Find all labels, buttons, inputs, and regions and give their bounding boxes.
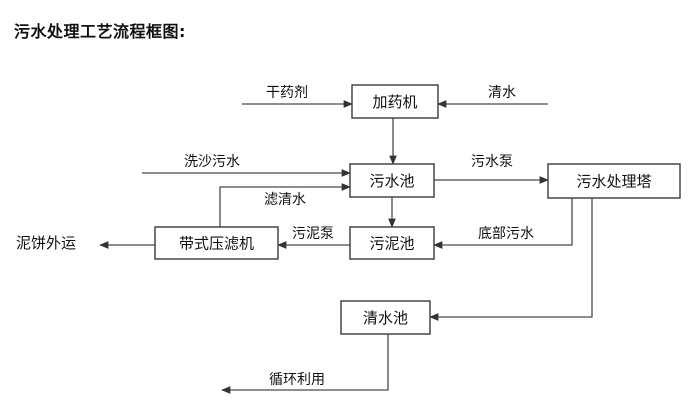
clear-water-pool-box[interactable] — [340, 300, 431, 335]
edge-treatment-tower-to-clear-water-pool — [429, 198, 593, 321]
belt-filter-press-box[interactable] — [154, 226, 279, 260]
label-sand-wash-sewage: 洗沙污水 — [184, 154, 240, 170]
dosing-machine-label: 加药机 — [372, 93, 417, 111]
node-treatment-tower[interactable]: 污水处理塔 — [547, 163, 681, 199]
sludge-pool-label: 污泥池 — [369, 235, 414, 253]
sewage-pool-box[interactable] — [349, 163, 435, 198]
label-sewage-pump: 污水泵 — [471, 154, 513, 170]
label-clean-water: 清水 — [488, 85, 516, 101]
node-dosing-machine[interactable]: 加药机 — [351, 84, 439, 119]
label-sludge-pump: 污泥泵 — [292, 226, 334, 242]
treatment-tower-label: 污水处理塔 — [576, 173, 651, 191]
node-sludge-pool[interactable]: 污泥池 — [349, 226, 435, 260]
label-dry-chemical: 干药剂 — [266, 85, 308, 101]
node-belt-filter-press[interactable]: 带式压滤机 — [154, 226, 279, 260]
label-bottom-sewage: 底部污水 — [478, 226, 534, 242]
sludge-pool-box[interactable] — [349, 226, 435, 260]
edge-belt-filter-press-to-sewage-pool — [219, 183, 351, 227]
label-mud-cake-transport: 泥饼外运 — [16, 234, 76, 252]
clear-water-pool-label: 清水池 — [363, 309, 408, 327]
belt-filter-press-label: 带式压滤机 — [179, 235, 254, 253]
node-clear-water-pool[interactable]: 清水池 — [340, 300, 431, 335]
dosing-machine-box[interactable] — [351, 84, 439, 119]
edge-clear-water-pool-to-recycle-reuse — [221, 334, 389, 394]
label-recycle-reuse: 循环利用 — [269, 372, 325, 388]
node-sewage-pool[interactable]: 污水池 — [349, 163, 435, 198]
page-title: 污水处理工艺流程框图: — [14, 22, 186, 41]
label-filtered-clear-water: 滤清水 — [264, 192, 306, 208]
sewage-pool-label: 污水池 — [369, 172, 414, 190]
treatment-tower-box[interactable] — [547, 163, 681, 199]
edge-treatment-tower-to-sludge-pool — [433, 198, 573, 249]
